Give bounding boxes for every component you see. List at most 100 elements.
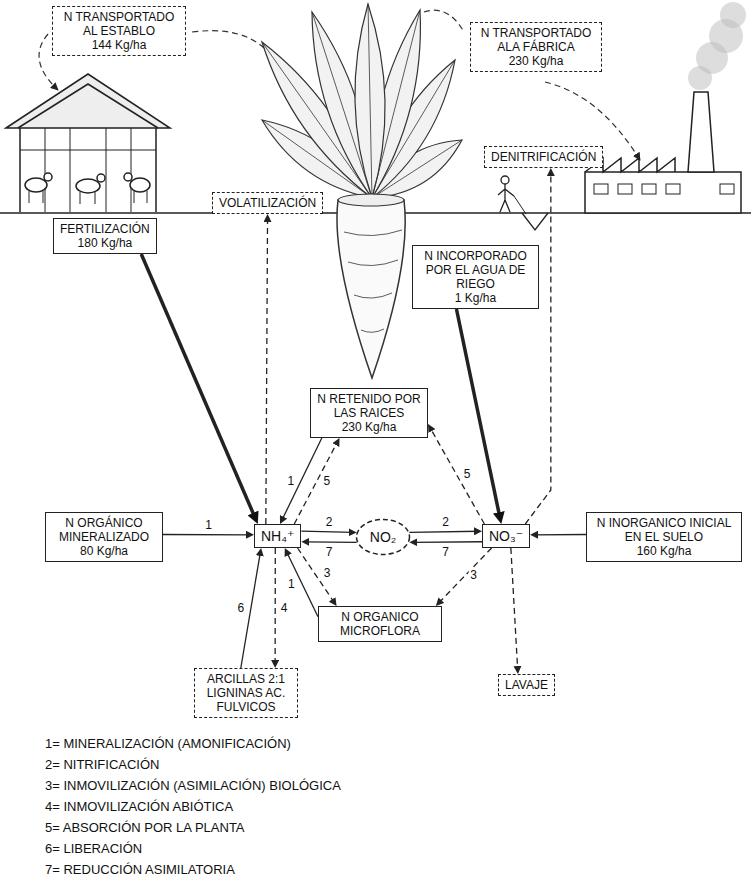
node-text: LAVAJE (505, 678, 548, 692)
process-key: 4= INMOVILIZACIÓN ABIÓTICA (45, 799, 233, 815)
node-text: 230 Kg/ha (317, 420, 421, 434)
connector (281, 438, 321, 521)
connector (266, 217, 268, 524)
transport-arrow (192, 31, 264, 48)
ion-box: NH₄⁺ (254, 524, 301, 548)
sink-box: ARCILLAS 2:1 LIGNINAS AC. FULVICOS (194, 668, 298, 718)
factory-illustration (594, 184, 608, 194)
process-number: 3 (322, 567, 333, 580)
factory-illustration (585, 2, 746, 213)
factory-illustration (720, 184, 734, 194)
node-text: VOLATILIZACIÓN (219, 196, 316, 210)
node-text: ARCILLAS 2:1 LIGNINAS AC. FULVICOS (201, 672, 291, 714)
loss-box: DENITRIFICACIÓN (484, 146, 603, 168)
barn-illustration (6, 74, 170, 212)
node-text: 230 Kg/ha (477, 54, 595, 68)
connector (412, 541, 482, 543)
process-number: 1 (286, 578, 297, 591)
connector (163, 534, 251, 536)
factory-illustration (585, 172, 741, 213)
barn-illustration (76, 179, 100, 193)
factory-illustration (688, 92, 714, 172)
barn-illustration (29, 191, 43, 203)
process-number: 6 (236, 602, 247, 615)
barn-illustration (124, 173, 132, 181)
process-number: 1 (286, 475, 297, 488)
node-text: NO₂ (370, 529, 396, 545)
input-box: N INCORPORADO POR EL AGUA DE RIEGO1 Kg/h… (412, 245, 539, 309)
connector (141, 254, 256, 519)
pool-box: N ORGANICO MICROFLORA (318, 606, 442, 642)
node-text: 180 Kg/ha (60, 236, 150, 250)
node-text: 80 Kg/ha (52, 544, 156, 558)
connector (301, 531, 353, 532)
connector (274, 548, 275, 665)
node-text: FERTILIZACIÓN (60, 222, 150, 236)
pool-box: N RETENIDO POR LAS RAICES230 Kg/ha (310, 388, 428, 438)
barn-illustration (20, 128, 156, 212)
process-key: 5= ABSORCIÓN POR LA PLANTA (45, 820, 245, 836)
node-text: N RETENIDO POR LAS RAICES (317, 392, 421, 420)
sugar-beet-illustration (344, 230, 402, 332)
process-key: 2= NITRIFICACIÓN (45, 757, 160, 773)
transport-arrow (39, 10, 640, 160)
input-box: FERTILIZACIÓN180 Kg/ha (53, 218, 157, 254)
worker-and-trench (498, 176, 548, 230)
process-number: 2 (324, 515, 335, 528)
sugar-beet-illustration (337, 200, 405, 378)
process-number: 1 (203, 518, 214, 531)
connector (511, 548, 518, 671)
process-number: 7 (324, 546, 335, 559)
node-text: N ORGÁNICO MINERALIZADO (52, 516, 156, 544)
ellipse-outline (357, 520, 410, 555)
node-text: N ORGANICO MICROFLORA (325, 610, 435, 638)
barn-illustration (97, 174, 105, 182)
process-number: 2 (440, 515, 451, 528)
node-text: DENITRIFICACIÓN (491, 150, 596, 164)
barn-illustration (80, 192, 95, 204)
factory-illustration (720, 2, 746, 28)
process-key: 1= MINERALIZACIÓN (AMONIFICACIÓN) (45, 736, 291, 752)
connector (456, 309, 500, 519)
input-box: N ORGÁNICO MINERALIZADO80 Kg/ha (45, 512, 163, 562)
process-key: 3= INMOVILIZACIÓN (ASIMILACIÓN) BIOLÓGIC… (45, 778, 341, 794)
node-text: 1 Kg/ha (419, 291, 532, 305)
process-key: 7= REDUCCIÓN ASIMILATORIA (45, 862, 235, 878)
sugar-beet-illustration (262, 4, 462, 378)
node-text: 144 Kg/ha (59, 38, 179, 52)
worker-and-trench (501, 176, 509, 184)
export-flux-box: N TRANSPORTADO AL ESTABLO144 Kg/ha (52, 6, 186, 56)
factory-illustration (642, 184, 656, 194)
connector (533, 534, 586, 536)
worker-and-trench (522, 213, 548, 230)
worker-and-trench (498, 184, 514, 212)
process-number: 5 (462, 468, 473, 481)
barn-illustration (6, 74, 170, 128)
export-flux-box: N TRANSPORTADO ALA FÁBRICA230 Kg/ha (470, 22, 602, 72)
barn-illustration (134, 191, 147, 203)
sugar-beet-illustration (338, 194, 404, 206)
barn-illustration (25, 178, 47, 192)
barn-illustration (44, 173, 52, 181)
process-number: 4 (279, 602, 290, 615)
process-key: 6= LIBERACIÓN (45, 841, 142, 857)
ion-box: NO₃⁻ (482, 524, 530, 548)
barn-illustration (18, 84, 158, 128)
connector (286, 551, 318, 617)
ion-ellipse: NO₂ (355, 518, 411, 556)
barn-illustration (45, 128, 131, 212)
sugar-beet-illustration (262, 4, 462, 198)
connector (304, 541, 356, 543)
barn-illustration (20, 150, 156, 151)
loss-box: LAVAJE (498, 674, 555, 696)
node-text: N INCORPORADO POR EL AGUA DE RIEGO (419, 249, 532, 291)
factory-illustration (666, 184, 680, 194)
process-number: 5 (322, 475, 333, 488)
node-text: 160 Kg/ha (593, 544, 735, 558)
process-number: 3 (468, 569, 479, 582)
connector (409, 531, 479, 532)
process-number: 7 (440, 546, 451, 559)
worker-and-trench (514, 196, 526, 214)
factory-illustration (618, 184, 632, 194)
transport-arrow (424, 10, 464, 32)
